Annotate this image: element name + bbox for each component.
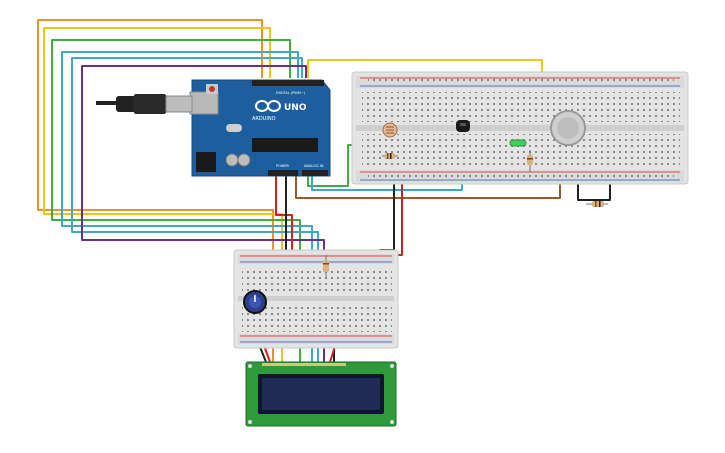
power-label: POWER (276, 164, 290, 168)
model-label: UNO (284, 103, 307, 113)
digital-header-label: DIGITAL (PWM~) (276, 91, 306, 95)
capacitor-1 (225, 153, 239, 167)
wire-red-5v[interactable] (275, 170, 293, 258)
lcd-pin-header (262, 363, 346, 366)
brand-label: ARDUINO (252, 116, 276, 122)
resistor-3[interactable] (586, 201, 608, 207)
wire-green-loop[interactable] (51, 39, 301, 265)
atmega-chip (252, 138, 318, 152)
gas-sensor[interactable] (550, 110, 586, 146)
photoresistor[interactable] (382, 122, 398, 138)
wire-teal-inner[interactable] (71, 57, 319, 265)
breadboard-main-holes-top (362, 92, 680, 122)
wire-purple-loop[interactable] (81, 65, 325, 265)
arduino-uno[interactable]: UNO ARDUINO DIGITAL (PWM~) POWER ANALOG … (189, 79, 331, 177)
usb-port (189, 91, 219, 115)
power-header[interactable] (268, 170, 298, 176)
resistor-lcd[interactable] (323, 255, 329, 278)
potentiometer[interactable] (243, 290, 267, 314)
breadboard-main (351, 71, 689, 185)
breadboard-lcd-holes-bottom (242, 304, 392, 332)
breadboard-main-holes-bottom (362, 134, 680, 166)
arduino-logo (255, 100, 281, 112)
lcd-16x2[interactable] (245, 361, 397, 427)
resistor-2[interactable] (527, 150, 533, 172)
usb-cable[interactable] (96, 94, 193, 114)
breadboard-lcd-holes-top (242, 268, 392, 294)
crystal (226, 124, 242, 132)
breadboard-main-rail-bottom-holes (368, 173, 674, 179)
digital-header[interactable] (252, 80, 324, 86)
wire-yellow-loop[interactable] (43, 27, 283, 265)
temperature-sensor[interactable] (456, 120, 470, 132)
barrel-jack (196, 152, 216, 172)
analog-label: ANALOG IN (304, 164, 324, 168)
resistor-1[interactable] (382, 153, 398, 159)
led-green[interactable] (509, 139, 527, 147)
breadboard-main-rail-top-holes (368, 79, 674, 85)
analog-header[interactable] (302, 170, 328, 176)
capacitor-2 (237, 153, 251, 167)
